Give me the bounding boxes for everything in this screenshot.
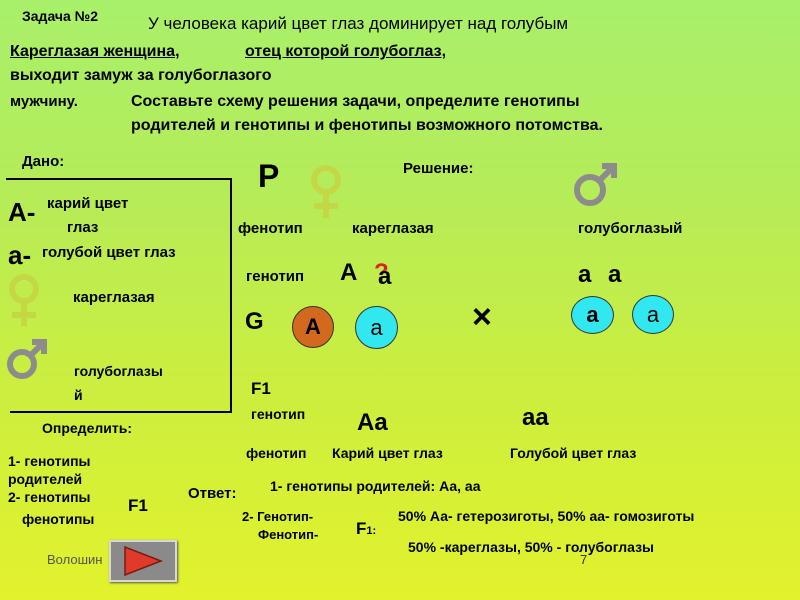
determine-title: Определить: (42, 420, 132, 436)
phenotype-label: фенотип (238, 220, 303, 237)
genotype-label: генотип (246, 268, 305, 285)
allele-A-text-2: глаз (67, 219, 99, 236)
condition-woman: Кареглазая женщина, (10, 43, 180, 60)
f1-genotype-aa: aa (522, 404, 549, 431)
answer-f1-letter: F (356, 519, 367, 538)
condition-marry: выходит замуж за голубоглазого (10, 67, 272, 84)
next-slide-button[interactable] (109, 540, 177, 582)
play-arrow-icon (124, 545, 164, 577)
footer-author: Волошин (47, 552, 103, 567)
f1-phenotype-blue: Голубой цвет глаз (510, 445, 637, 461)
answer-result-1: 50% Аа- гетерозиготы, 50% аа- гомозиготы (398, 508, 695, 524)
given-vertical-rule (230, 178, 232, 413)
answer-line-1: 1- генотипы родителей: Аа, аа (270, 478, 481, 494)
given-male-text-1: голубоглазы (74, 363, 163, 379)
cross-sign: × (472, 298, 492, 336)
determine-item-1a: 1- генотипы (8, 453, 91, 469)
allele-A-text-1: карий цвет (47, 195, 129, 212)
female-phenotype: кареглазая (352, 220, 434, 237)
female-symbol-icon (9, 274, 39, 326)
task-label: Задача №2 (22, 8, 99, 24)
male-symbol-icon (7, 339, 47, 379)
determine-item-2a: 2- генотипы (8, 489, 91, 505)
determine-item-2b: фенотипы (22, 511, 95, 527)
f1-genotype-Aa: Aa (357, 409, 388, 436)
allele-A-symbol: A- (8, 197, 36, 227)
gamete-a-male-1: a (571, 296, 614, 334)
determine-item-1b: родителей (8, 471, 83, 487)
allele-a-symbol: a- (8, 240, 32, 270)
instruction-line-1: Составьте схему решения задачи, определи… (131, 93, 580, 110)
offspring-F1: F1 (251, 379, 271, 398)
parent-female-symbol-icon (311, 165, 341, 218)
determine-f1: F1 (128, 496, 148, 515)
f1-phenotype-label: фенотип (246, 445, 307, 461)
given-top-rule (6, 178, 232, 180)
dominance-text: У человека карий цвет глаз доминирует на… (148, 14, 569, 33)
allele-a-text: голубой цвет глаз (42, 244, 176, 261)
parent-male-symbol-icon (574, 163, 617, 206)
given-title: Дано: (22, 153, 65, 170)
male-phenotype: голубоглазый (578, 220, 683, 237)
answer-f1: F1: (356, 519, 376, 539)
gametes-G: G (245, 308, 264, 335)
page-number: 7 (580, 552, 588, 567)
female-genotype-question: ? (374, 259, 389, 286)
female-genotype-A: A (340, 259, 358, 286)
male-genotype-a2: a (608, 261, 622, 288)
female-genotype-a: a (378, 263, 392, 290)
solution-title: Решение: (403, 160, 474, 177)
gamete-a-female: a (355, 306, 398, 349)
f1-genotype-label: генотип (251, 406, 306, 422)
instruction-line-2: родителей и генотипы и фенотипы возможно… (131, 117, 603, 134)
answer-phenotype-label: Фенотип- (258, 527, 319, 542)
answer-genotype-label: 2- Генотип- (242, 509, 314, 524)
answer-f1-sub: 1: (366, 525, 377, 537)
given-bottom-rule (10, 411, 232, 413)
answer-title: Ответ: (188, 485, 237, 502)
male-genotype-a1: a (578, 261, 592, 288)
f1-phenotype-brown: Карий цвет глаз (332, 445, 443, 461)
given-female-text: кареглазая (73, 289, 155, 306)
gamete-a-male-2: a (632, 295, 674, 334)
gamete-A: A (292, 306, 334, 348)
condition-father: отец которой голубоглаз, (245, 43, 447, 60)
condition-man: мужчину. (10, 93, 78, 110)
answer-result-2: 50% -кареглазы, 50% - голубоглазы (408, 539, 654, 555)
parents-P: P (258, 158, 280, 194)
given-male-text-2: й (74, 387, 83, 403)
